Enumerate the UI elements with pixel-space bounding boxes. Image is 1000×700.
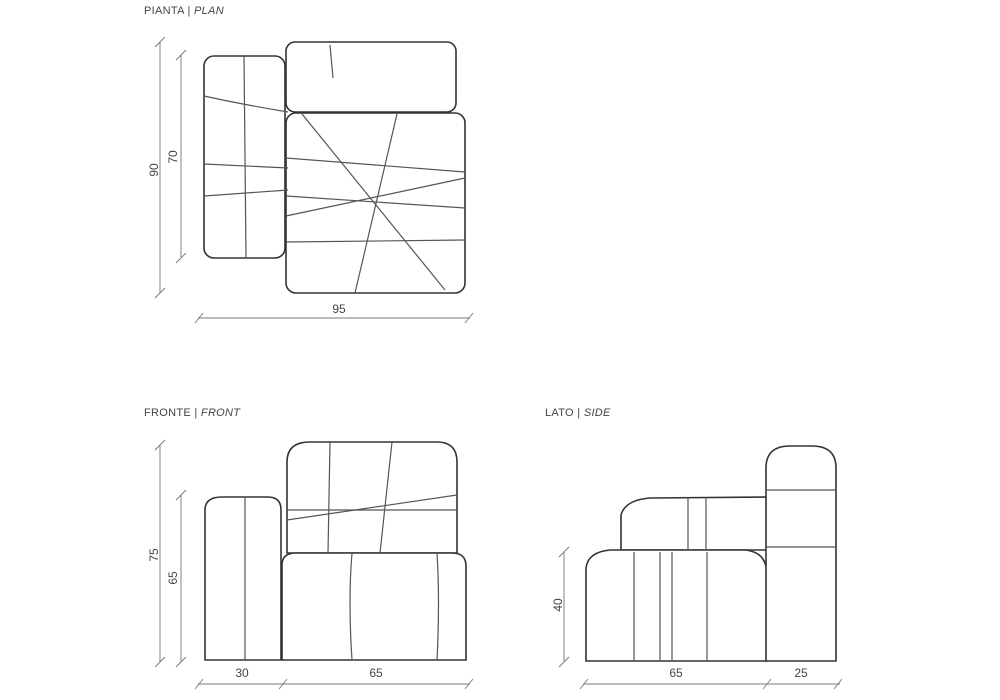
side-tall-back	[765, 445, 837, 662]
side-dim-back-depth: 25	[794, 666, 808, 680]
front-dim-arm-width: 30	[235, 666, 249, 680]
plan-title: PIANTA | PLAN	[144, 5, 224, 17]
front-dimension-lines	[154, 439, 474, 690]
plan-backrest	[285, 41, 457, 113]
side-dim-seat-height: 40	[551, 598, 565, 612]
plan-dimension-lines	[154, 36, 474, 324]
front-seat	[281, 552, 467, 661]
side-straps	[633, 489, 836, 661]
plan-dim-depth: 90	[147, 163, 161, 177]
plan-dim-arm-depth: 70	[166, 150, 180, 164]
front-dim-seat-width: 65	[369, 666, 383, 680]
side-dim-seat-depth: 65	[669, 666, 683, 680]
front-dim-height: 75	[147, 548, 161, 562]
front-backrest	[286, 441, 458, 554]
plan-straps	[203, 44, 466, 294]
side-backrest	[620, 496, 768, 551]
side-view: LATO | SIDE 40 65 25	[545, 407, 843, 690]
plan-dim-width: 95	[332, 302, 346, 316]
front-title: FRONTE | FRONT	[144, 407, 241, 419]
side-seat	[585, 549, 768, 662]
side-dimension-lines	[558, 546, 843, 690]
front-straps	[244, 441, 458, 661]
front-armrest	[204, 496, 282, 661]
side-title: LATO | SIDE	[545, 407, 611, 419]
front-dim-arm-height: 65	[166, 571, 180, 585]
plan-view: PIANTA | PLAN 90 70 95	[144, 5, 474, 324]
front-view: FRONTE | FRONT 75 65 30 65	[144, 407, 474, 690]
plan-seat	[285, 112, 466, 294]
